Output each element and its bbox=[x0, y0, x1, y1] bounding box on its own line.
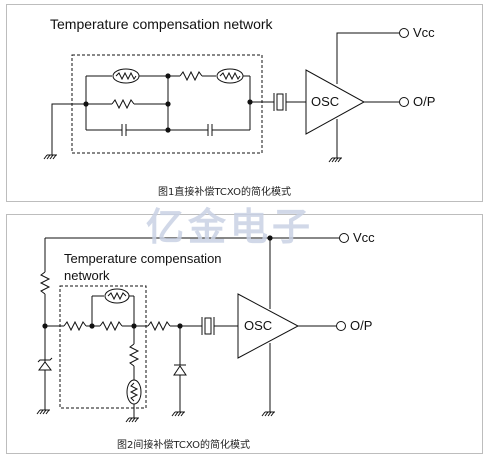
fig2-zener-left bbox=[38, 361, 52, 371]
fig1-vcc-terminal bbox=[399, 28, 409, 38]
fig2-resistor-1 bbox=[63, 320, 87, 332]
fig1-vcc-label: Vcc bbox=[413, 25, 435, 40]
fig2-title-line1: Temperature compensation bbox=[64, 251, 222, 266]
fig2-vcc-terminal bbox=[339, 233, 349, 243]
fig1-osc-amplifier bbox=[305, 69, 366, 135]
fig2-resistor-3 bbox=[128, 343, 140, 367]
fig2-output-label: O/P bbox=[350, 318, 373, 333]
watermark: 亿金电子 bbox=[146, 204, 315, 249]
fig2-title-line2: network bbox=[64, 268, 110, 283]
fig2-output-terminal bbox=[336, 321, 346, 331]
fig2-caption: 图2间接补偿TCXO的简化模式 bbox=[117, 440, 250, 451]
fig1-output-label: O/P bbox=[413, 94, 436, 109]
fig2-resistor-4 bbox=[147, 320, 171, 332]
fig1-title: Temperature compensation network bbox=[50, 16, 273, 32]
fig1-ground-wire bbox=[51, 103, 71, 155]
fig2-network-box bbox=[59, 285, 147, 409]
fig2-resistor-pullup bbox=[39, 271, 51, 295]
figure-2-panel bbox=[6, 214, 483, 454]
fig2-osc-amplifier bbox=[237, 293, 300, 359]
fig1-resistor-top bbox=[179, 70, 203, 82]
fig2-vcc-label: Vcc bbox=[353, 230, 375, 245]
fig2-osc-label: OSC bbox=[244, 318, 273, 333]
fig1-caption: 图1直接补偿TCXO的简化模式 bbox=[158, 187, 291, 198]
fig2-resistor-2 bbox=[99, 320, 123, 332]
fig1-osc-label: OSC bbox=[311, 94, 340, 109]
fig1-output-terminal bbox=[399, 97, 409, 107]
fig1-resistor-mid bbox=[111, 98, 135, 110]
